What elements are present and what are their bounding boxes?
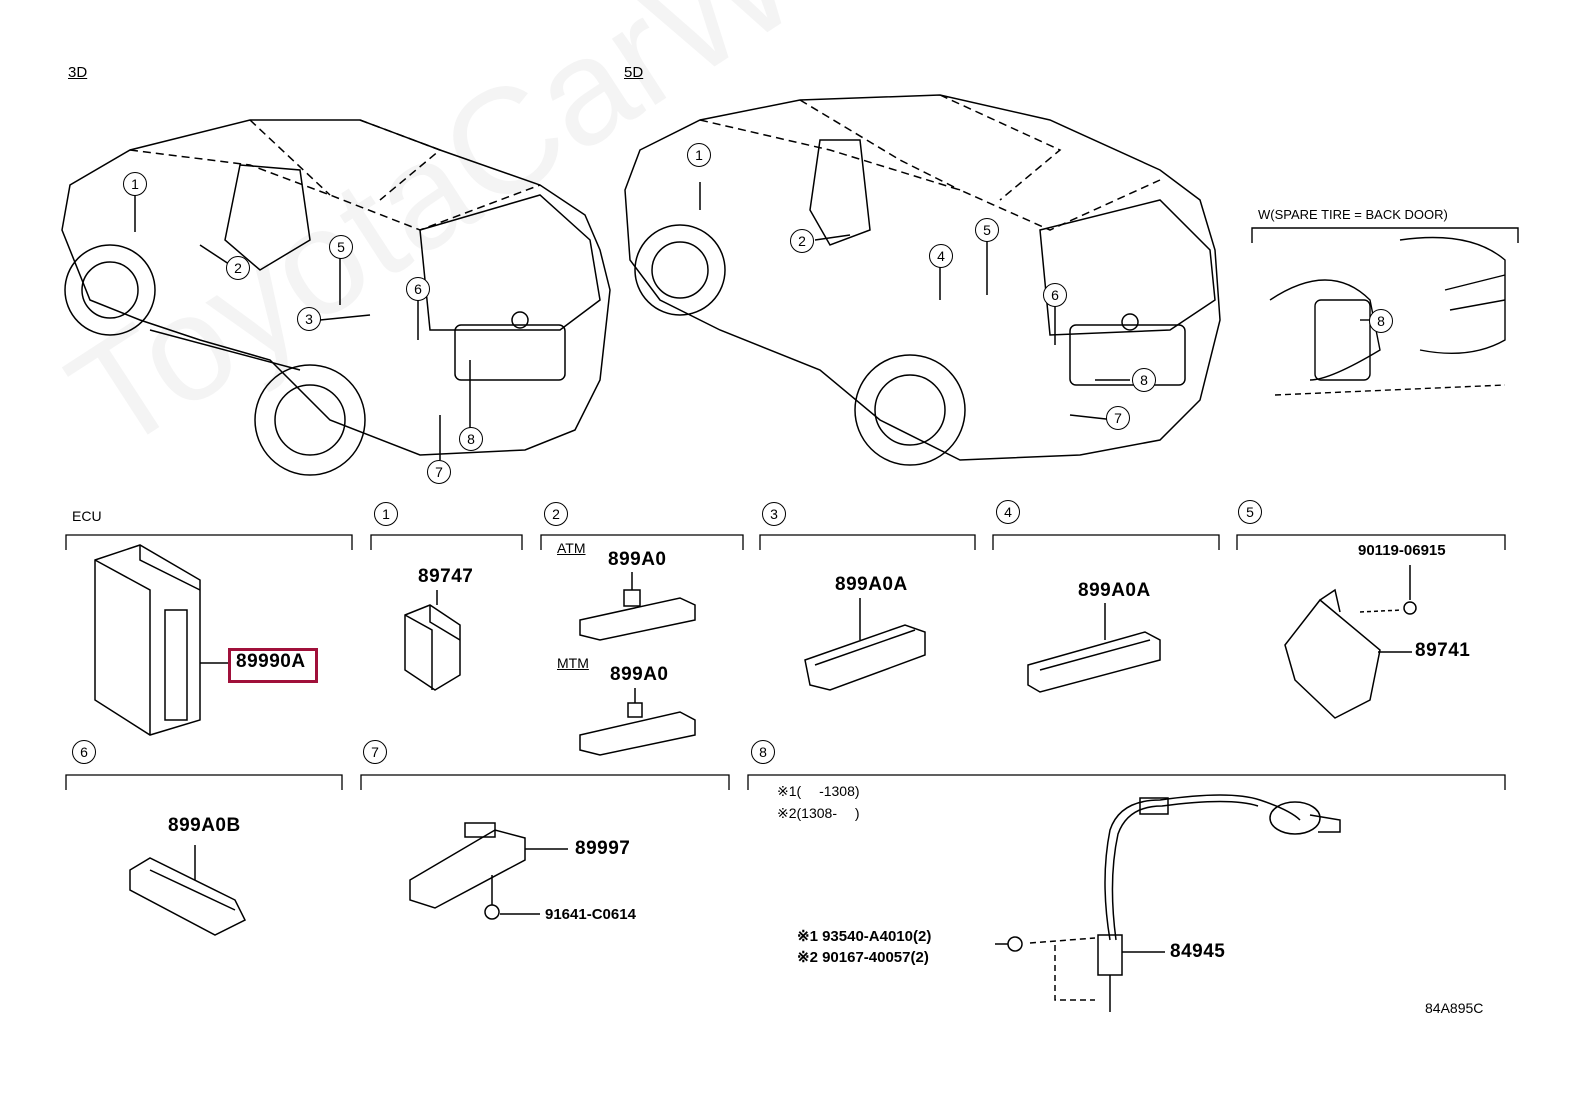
part-number-89997[interactable]: 89997	[575, 838, 631, 859]
part-number-89990A[interactable]: 89990A	[236, 651, 306, 672]
section-4-number: 4	[996, 500, 1020, 524]
section-brackets	[65, 534, 1506, 790]
part-89997-drawing	[409, 822, 568, 920]
section-7-number: 7	[363, 740, 387, 764]
callout-2-5d[interactable]: 2	[790, 229, 814, 253]
section-3-number: 3	[762, 502, 786, 526]
callout-1-3d[interactable]: 1	[123, 172, 147, 196]
callout-6-3d[interactable]: 6	[406, 277, 430, 301]
section-5-number: 5	[1238, 500, 1262, 524]
bolt-90119-06915[interactable]: 90119-06915	[1358, 542, 1446, 559]
part-number-899A0A-3[interactable]: 899A0A	[835, 574, 908, 595]
section-1-number: 1	[374, 502, 398, 526]
bolt-90167-40057[interactable]: ※2 90167-40057(2)	[797, 949, 929, 966]
part-89747-drawing	[404, 590, 461, 691]
part-899A0A-4-drawing	[1027, 603, 1161, 693]
callout-5-3d[interactable]: 5	[329, 235, 353, 259]
section-8-number: 8	[751, 740, 775, 764]
variant-3d-label: 3D	[68, 64, 88, 81]
callout-1-5d[interactable]: 1	[687, 143, 711, 167]
part-899A0A-3-drawing	[804, 598, 926, 691]
callout-8-5d[interactable]: 8	[1132, 368, 1156, 392]
part-89741-drawing	[1284, 565, 1417, 719]
vehicle-3d-illustration	[61, 119, 611, 476]
atm-label: ATM	[557, 540, 586, 556]
part-899A0-mtm-drawing	[579, 688, 696, 756]
section-ecu-label: ECU	[72, 508, 102, 524]
callout-7-5d[interactable]: 7	[1106, 406, 1130, 430]
ecu-module-drawing	[94, 544, 228, 736]
part-number-899A0A-4[interactable]: 899A0A	[1078, 580, 1151, 601]
section-6-number: 6	[72, 740, 96, 764]
variant-5d-label: 5D	[624, 64, 644, 81]
callout-3-3d[interactable]: 3	[297, 307, 321, 331]
callout-8-3d[interactable]: 8	[459, 427, 483, 451]
part-899A0-atm-drawing	[579, 572, 696, 641]
callout-4-5d[interactable]: 4	[929, 244, 953, 268]
callout-5-5d[interactable]: 5	[975, 218, 999, 242]
part-number-89747[interactable]: 89747	[418, 566, 474, 587]
inset-spare-tire	[1251, 227, 1519, 396]
callout-6-5d[interactable]: 6	[1043, 283, 1067, 307]
part-number-899A0-mtm[interactable]: 899A0	[610, 664, 669, 685]
part-84945-harness-drawing	[995, 794, 1341, 1012]
callout-2-3d[interactable]: 2	[226, 256, 250, 280]
diagram-code: 84A895C	[1425, 1000, 1484, 1016]
highlighted-part-frame	[228, 648, 318, 683]
mtm-label: MTM	[557, 655, 589, 671]
bolt-91641-C0614[interactable]: 91641-C0614	[545, 906, 636, 923]
part-number-89741[interactable]: 89741	[1415, 640, 1471, 661]
note-1-range: ※1( -1308)	[777, 783, 860, 799]
part-899A0B-drawing	[129, 845, 247, 936]
inset-label: W(SPARE TIRE = BACK DOOR)	[1258, 207, 1448, 222]
part-number-899A0-atm[interactable]: 899A0	[608, 549, 667, 570]
vehicle-5d-illustration	[624, 94, 1221, 466]
bolt-93540-A4010[interactable]: ※1 93540-A4010(2)	[797, 928, 932, 945]
callout-7-3d[interactable]: 7	[427, 460, 451, 484]
note-2-range: ※2(1308- )	[777, 805, 860, 821]
part-number-84945[interactable]: 84945	[1170, 941, 1226, 962]
section-2-number: 2	[544, 502, 568, 526]
part-number-899A0B[interactable]: 899A0B	[168, 815, 241, 836]
callout-8-inset[interactable]: 8	[1369, 309, 1393, 333]
